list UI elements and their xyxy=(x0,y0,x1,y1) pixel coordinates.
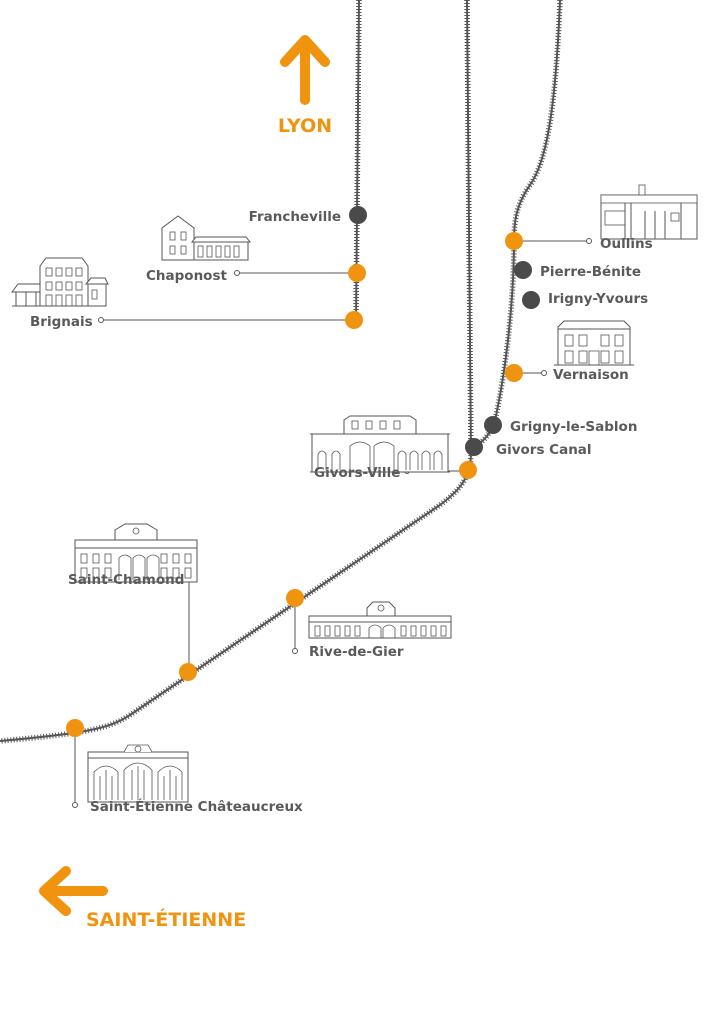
vernaison-station-building-icon xyxy=(554,320,634,366)
label-pierre-benite: Pierre-Bénite xyxy=(540,264,641,280)
stop-pierre-benite[interactable] xyxy=(514,261,532,279)
label-givors-ville: Givors-Ville xyxy=(314,465,400,481)
stop-brignais[interactable] xyxy=(345,311,363,329)
rive-de-gier-station-building-icon xyxy=(308,601,452,639)
leader-lines xyxy=(72,238,592,808)
label-francheville: Francheville xyxy=(249,209,341,225)
stop-grigny[interactable] xyxy=(484,416,502,434)
brignais-station-building-icon xyxy=(11,257,109,307)
arrow-left-icon xyxy=(39,866,108,916)
stop-chaponost[interactable] xyxy=(348,264,366,282)
direction-saint-etienne: SAINT-ÉTIENNE xyxy=(39,866,246,931)
label-oullins: Oullins xyxy=(600,236,653,252)
station-markers xyxy=(66,206,540,737)
label-chaponost: Chaponost xyxy=(146,268,227,284)
stop-saint-etienne[interactable] xyxy=(66,719,84,737)
label-vernaison: Vernaison xyxy=(553,367,629,383)
label-brignais: Brignais xyxy=(30,314,93,330)
saint-etienne-station-building-icon xyxy=(87,744,189,803)
label-rive-de-gier: Rive-de-Gier xyxy=(309,644,404,660)
label-saint-etienne: Saint-Étienne Châteaucreux xyxy=(90,798,303,815)
stop-givors-canal[interactable] xyxy=(465,438,483,456)
stop-givors-ville[interactable] xyxy=(459,461,477,479)
track-saint-etienne-line xyxy=(0,454,474,744)
direction-label-lyon: LYON xyxy=(278,115,332,137)
label-grigny: Grigny-le-Sablon xyxy=(510,419,637,435)
stop-oullins[interactable] xyxy=(505,232,523,250)
direction-label-saint-etienne: SAINT-ÉTIENNE xyxy=(86,908,246,931)
oullins-station-building-icon xyxy=(600,184,698,240)
arrow-up-icon xyxy=(280,35,330,105)
label-irigny-yvours: Irigny-Yvours xyxy=(548,291,648,307)
label-saint-chamond: Saint-Chamond xyxy=(68,572,184,588)
givors-ville-station-building-icon xyxy=(310,415,450,473)
track-givors-line xyxy=(464,0,474,456)
stop-vernaison[interactable] xyxy=(505,364,523,382)
stop-irigny-yvours[interactable] xyxy=(522,291,540,309)
label-givors-canal: Givors Canal xyxy=(496,442,592,458)
station-labels: Francheville Chaponost Brignais Oullins … xyxy=(30,209,653,815)
saint-chamond-station-building-icon xyxy=(74,523,198,583)
stop-rive-de-gier[interactable] xyxy=(286,589,304,607)
direction-lyon: LYON xyxy=(278,35,332,137)
stop-francheville[interactable] xyxy=(349,206,367,224)
stop-saint-chamond[interactable] xyxy=(179,663,197,681)
track-lines xyxy=(0,0,563,744)
chaponost-station-building-icon xyxy=(161,215,252,261)
